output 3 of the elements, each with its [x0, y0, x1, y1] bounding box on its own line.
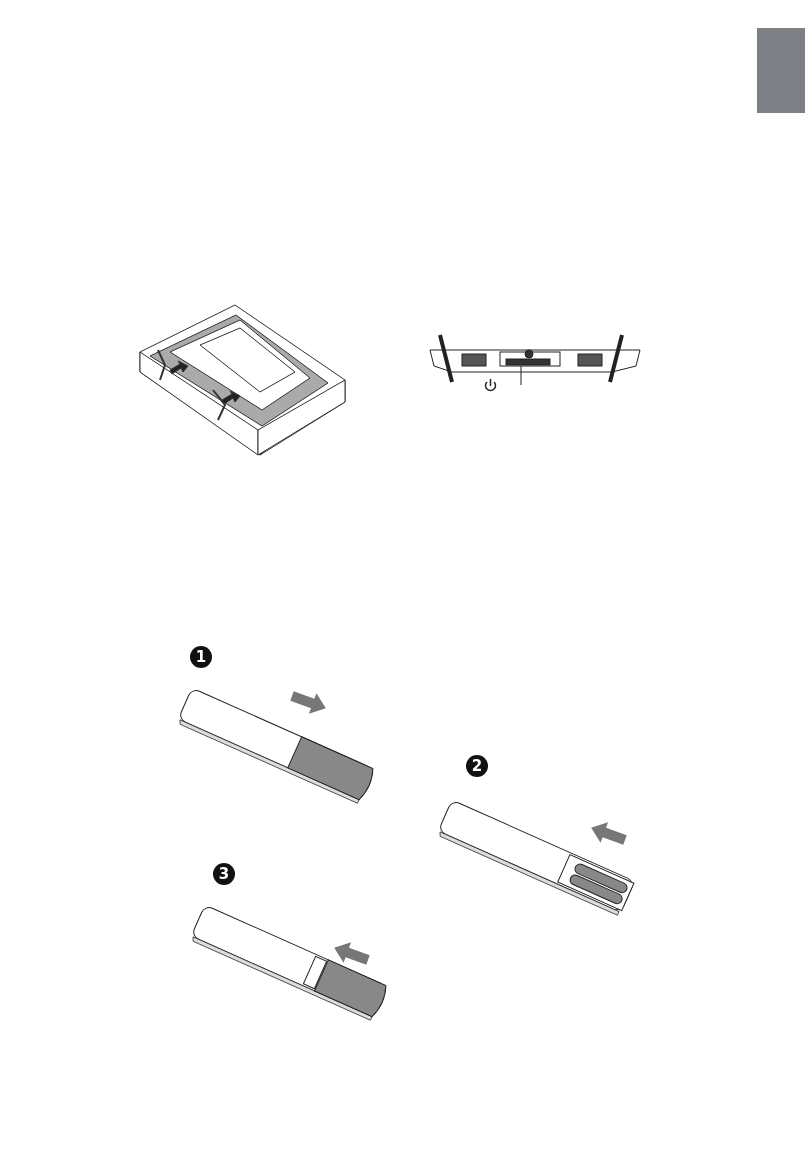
step-number: 2	[466, 755, 488, 777]
step-number: 3	[213, 863, 235, 885]
step-number: 1	[190, 646, 212, 668]
